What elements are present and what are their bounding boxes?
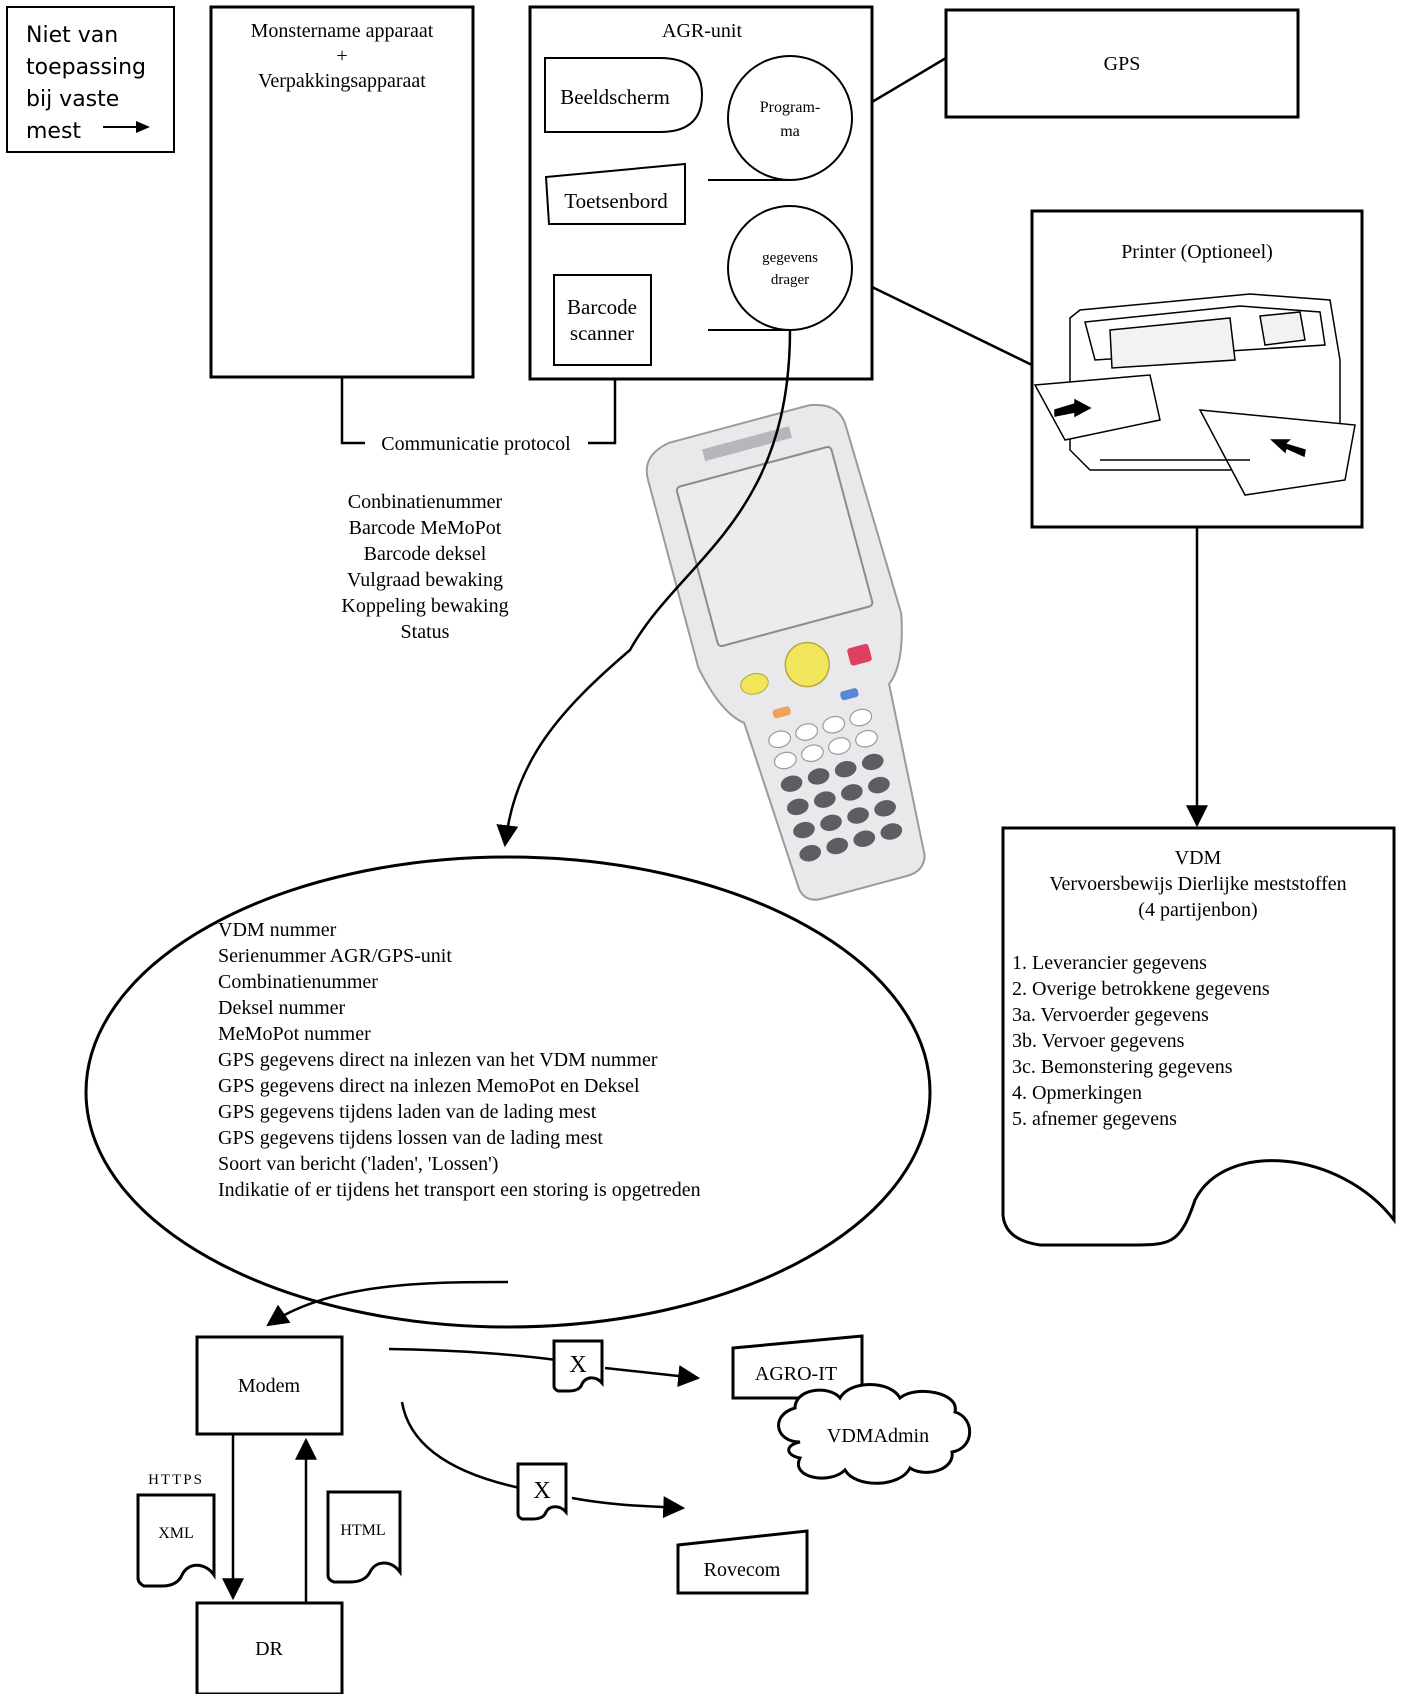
handheld-device-icon — [645, 403, 926, 901]
vdm-item-7: 5. afnemer gegevens — [1012, 1108, 1177, 1130]
gps-box: GPS — [944, 8, 1300, 119]
note-line-4: mest — [26, 119, 81, 144]
modem-to-rovecom-arrow — [571, 1496, 686, 1519]
handheld-item-4: Vulgraad bewaking — [347, 569, 503, 591]
ellipse-item-3: Combinatienummer — [218, 971, 378, 993]
ellipse-item-10: Soort van bericht ('laden', 'Lossen') — [218, 1153, 498, 1175]
data-ellipse: VDM nummer Serienummer AGR/GPS-unit Comb… — [84, 855, 932, 1329]
modem-box: Modem — [195, 1335, 344, 1436]
vdm-item-4: 3b. Vervoer gegevens — [1012, 1030, 1185, 1052]
note-line-3: bij vaste — [26, 87, 119, 112]
monstername-line-3: Verpakkingsapparaat — [258, 70, 426, 92]
ellipse-item-1: VDM nummer — [218, 919, 337, 941]
agroit-label: AGRO-IT — [755, 1363, 837, 1385]
ellipse-item-7: GPS gegevens direct na inlezen MemoPot e… — [218, 1075, 640, 1097]
printer-title: Printer (Optioneel) — [1121, 241, 1273, 263]
gegevensdrager-line-2: drager — [771, 272, 809, 288]
handheld-item-5: Koppeling bewaking — [341, 595, 508, 617]
https-label: HTTPS — [148, 1472, 204, 1488]
rovecom-box: Rovecom — [676, 1529, 809, 1595]
xml-label: XML — [158, 1525, 194, 1542]
agr-title: AGR-unit — [662, 20, 742, 42]
communicatie-protocol-label: Communicatie protocol — [381, 433, 571, 455]
modem-to-agroit-line — [388, 1347, 557, 1362]
xml-document-icon: XML — [136, 1493, 216, 1588]
ellipse-item-9: GPS gegevens tijdens lossen van de ladin… — [218, 1127, 603, 1149]
modem-label: Modem — [238, 1375, 301, 1397]
html-document-icon: HTML — [326, 1490, 402, 1584]
ellipse-item-5: MeMoPot nummer — [218, 1023, 371, 1045]
vdm-item-2: 2. Overige betrokkene gegevens — [1012, 978, 1270, 1000]
handheld-item-3: Barcode deksel — [364, 543, 487, 565]
dr-label: DR — [255, 1638, 283, 1660]
modem-to-rovecom-line — [400, 1401, 521, 1490]
programma-line-1: Program- — [760, 99, 820, 116]
monstername-line-1: Monstername apparaat — [251, 20, 434, 42]
vdm-item-6: 4. Opmerkingen — [1012, 1082, 1142, 1104]
rovecom-label: Rovecom — [704, 1559, 781, 1581]
x-document-1-icon: X — [552, 1339, 604, 1393]
x-document-2-label: X — [533, 1478, 550, 1504]
handheld-data-list: Conbinatienummer Barcode MeMoPot Barcode… — [341, 491, 508, 643]
vdm-line-2: Vervoersbewijs Dierlijke meststoffen — [1049, 873, 1346, 895]
monstername-box: Monstername apparaat + Verpakkingsappara… — [209, 5, 475, 379]
x-document-1-label: X — [569, 1352, 586, 1378]
vdm-line-1: VDM — [1175, 847, 1222, 869]
ellipse-to-modem-arrow — [266, 1280, 509, 1327]
vdm-line-3: (4 partijenbon) — [1138, 899, 1257, 921]
agroit-box: AGRO-IT — [731, 1334, 864, 1400]
gps-label: GPS — [1104, 53, 1141, 75]
vdmadmin-cloud-icon: VDMAdmin — [777, 1383, 972, 1485]
toetsenbord-label: Toetsenbord — [564, 189, 668, 213]
modem-to-agroit-arrow — [604, 1365, 701, 1387]
ellipse-item-2: Serienummer AGR/GPS-unit — [218, 945, 452, 967]
printer-box: Printer (Optioneel) — [1030, 209, 1364, 529]
ellipse-item-4: Deksel nummer — [218, 997, 346, 1019]
beeldscherm-shape — [544, 57, 704, 133]
dr-box: DR — [195, 1601, 344, 1694]
monstername-line-2: + — [336, 45, 347, 67]
barcode-scanner-box — [553, 274, 652, 366]
vdm-document: VDM Vervoersbewijs Dierlijke meststoffen… — [1001, 826, 1396, 1247]
beeldscherm-label: Beeldscherm — [560, 85, 670, 109]
ellipse-item-11: Indikatie of er tijdens het transport ee… — [218, 1179, 701, 1201]
note-box: Niet van toepassing bij vaste mest — [6, 6, 175, 153]
x-document-2-icon: X — [516, 1462, 568, 1521]
barcode-line-2: scanner — [570, 321, 634, 345]
vdm-item-3: 3a. Vervoerder gegevens — [1012, 1004, 1209, 1026]
agr-gps-connector — [871, 56, 947, 104]
handheld-item-2: Barcode MeMoPot — [349, 517, 502, 539]
note-line-1: Niet van — [26, 23, 118, 48]
note-line-2: toepassing — [26, 55, 146, 80]
html-doc-label: HTML — [340, 1522, 385, 1539]
vdm-item-5: 3c. Bemonstering gegevens — [1012, 1056, 1233, 1078]
vdmadmin-label: VDMAdmin — [827, 1425, 929, 1447]
printer-icon — [1033, 293, 1356, 496]
ellipse-item-8: GPS gegevens tijdens laden van de lading… — [218, 1101, 597, 1123]
agr-unit-box: AGR-unit Beeldscherm Program- ma Toetsen… — [528, 5, 874, 381]
programma-line-2: ma — [780, 123, 800, 140]
ellipse-item-6: GPS gegevens direct na inlezen van het V… — [218, 1049, 658, 1071]
gegevensdrager-line-1: gegevens — [762, 250, 818, 266]
toetsenbord-shape — [544, 162, 686, 225]
barcode-line-1: Barcode — [567, 295, 637, 319]
agr-printer-connector — [871, 285, 1033, 367]
vdm-item-1: 1. Leverancier gegevens — [1012, 952, 1207, 974]
handheld-item-6: Status — [401, 621, 450, 643]
handheld-item-1: Conbinatienummer — [348, 491, 503, 513]
gegevensdrager-to-ellipse-arrow — [496, 329, 792, 848]
